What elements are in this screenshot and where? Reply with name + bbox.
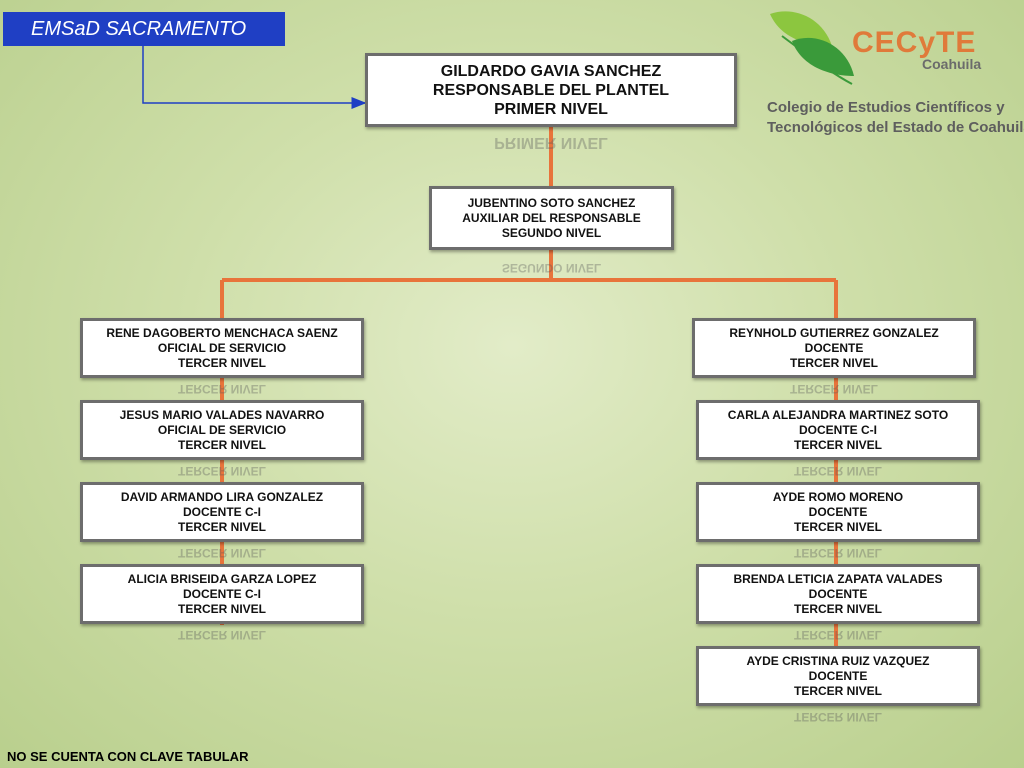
node-role: DOCENTE [808, 586, 868, 601]
node-role: OFICIAL DE SERVICIO [157, 340, 287, 355]
node-level: TERCER NIVEL [793, 437, 882, 452]
node-level: TERCER NIVEL [177, 601, 266, 616]
node-level: TERCER NIVEL [793, 683, 882, 698]
node-name: JUBENTINO SOTO SANCHEZ [467, 195, 636, 210]
node-role: RESPONSABLE DEL PLANTEL [432, 81, 670, 99]
node-level-reflection: TERCER NIVEL [793, 629, 882, 641]
node-name: GILDARDO GAVIA SANCHEZ [440, 62, 662, 80]
org-node-level2: JUBENTINO SOTO SANCHEZ AUXILIAR DEL RESP… [429, 186, 674, 250]
node-level: TERCER NIVEL [177, 355, 266, 370]
logo-brand: CECyTE [852, 26, 977, 59]
node-role: OFICIAL DE SERVICIO [157, 422, 287, 437]
page-title: EMSaD SACRAMENTO [3, 12, 285, 46]
node-level-reflection: TERCER NIVEL [793, 711, 882, 723]
node-role: DOCENTE C-I [799, 422, 877, 437]
node-level-reflection: TERCER NIVEL [789, 383, 878, 395]
org-node-right-2: CARLA ALEJANDRA MARTINEZ SOTO DOCENTE C-… [696, 400, 980, 460]
node-name: JESUS MARIO VALADES NAVARRO [119, 407, 325, 422]
node-role: DOCENTE [804, 340, 864, 355]
node-level: PRIMER NIVEL [494, 100, 608, 118]
node-level-reflection: TERCER NIVEL [177, 465, 266, 477]
node-name: REYNHOLD GUTIERREZ GONZALEZ [729, 325, 939, 340]
cecyte-logo-icon [770, 11, 854, 85]
node-level: SEGUNDO NIVEL [501, 225, 602, 240]
node-name: ALICIA BRISEIDA GARZA LOPEZ [127, 571, 317, 586]
node-level: TERCER NIVEL [793, 519, 882, 534]
org-node-level1: GILDARDO GAVIA SANCHEZ RESPONSABLE DEL P… [365, 53, 737, 127]
node-role: DOCENTE [808, 504, 868, 519]
node-name: AYDE CRISTINA RUIZ VAZQUEZ [746, 653, 930, 668]
node-level: TERCER NIVEL [793, 601, 882, 616]
node-name: AYDE ROMO MORENO [772, 489, 904, 504]
node-level-reflection: SEGUNDO NIVEL [501, 262, 602, 274]
node-level-reflection: TERCER NIVEL [793, 547, 882, 559]
node-role: DOCENTE [808, 668, 868, 683]
org-node-right-3: AYDE ROMO MORENO DOCENTE TERCER NIVEL [696, 482, 980, 542]
logo-state: Coahuila [922, 56, 982, 72]
node-role: DOCENTE C-I [183, 586, 261, 601]
node-role: DOCENTE C-I [183, 504, 261, 519]
node-level-reflection: TERCER NIVEL [793, 465, 882, 477]
org-node-left-2: JESUS MARIO VALADES NAVARRO OFICIAL DE S… [80, 400, 364, 460]
org-node-right-4: BRENDA LETICIA ZAPATA VALADES DOCENTE TE… [696, 564, 980, 624]
node-level-reflection: PRIMER NIVEL [494, 134, 608, 150]
footer-note: NO SE CUENTA CON CLAVE TABULAR [7, 749, 249, 764]
node-level: TERCER NIVEL [789, 355, 878, 370]
node-name: BRENDA LETICIA ZAPATA VALADES [733, 571, 943, 586]
org-node-left-3: DAVID ARMANDO LIRA GONZALEZ DOCENTE C-I … [80, 482, 364, 542]
logo-institution-line2: Tecnológicos del Estado de Coahuila [767, 119, 1024, 136]
org-node-right-5: AYDE CRISTINA RUIZ VAZQUEZ DOCENTE TERCE… [696, 646, 980, 706]
node-level: TERCER NIVEL [177, 437, 266, 452]
node-level-reflection: TERCER NIVEL [177, 383, 266, 395]
node-level-reflection: TERCER NIVEL [177, 629, 266, 641]
node-level-reflection: TERCER NIVEL [177, 547, 266, 559]
org-node-left-1: RENE DAGOBERTO MENCHACA SAENZ OFICIAL DE… [80, 318, 364, 378]
org-node-left-4: ALICIA BRISEIDA GARZA LOPEZ DOCENTE C-I … [80, 564, 364, 624]
node-level: TERCER NIVEL [177, 519, 266, 534]
node-role: AUXILIAR DEL RESPONSABLE [462, 210, 641, 225]
logo-institution-line1: Colegio de Estudios Científicos y [767, 99, 1005, 116]
node-name: CARLA ALEJANDRA MARTINEZ SOTO [727, 407, 949, 422]
org-node-right-1: REYNHOLD GUTIERREZ GONZALEZ DOCENTE TERC… [692, 318, 976, 378]
title-arrow [142, 46, 367, 109]
node-name: RENE DAGOBERTO MENCHACA SAENZ [106, 325, 338, 340]
node-name: DAVID ARMANDO LIRA GONZALEZ [120, 489, 324, 504]
